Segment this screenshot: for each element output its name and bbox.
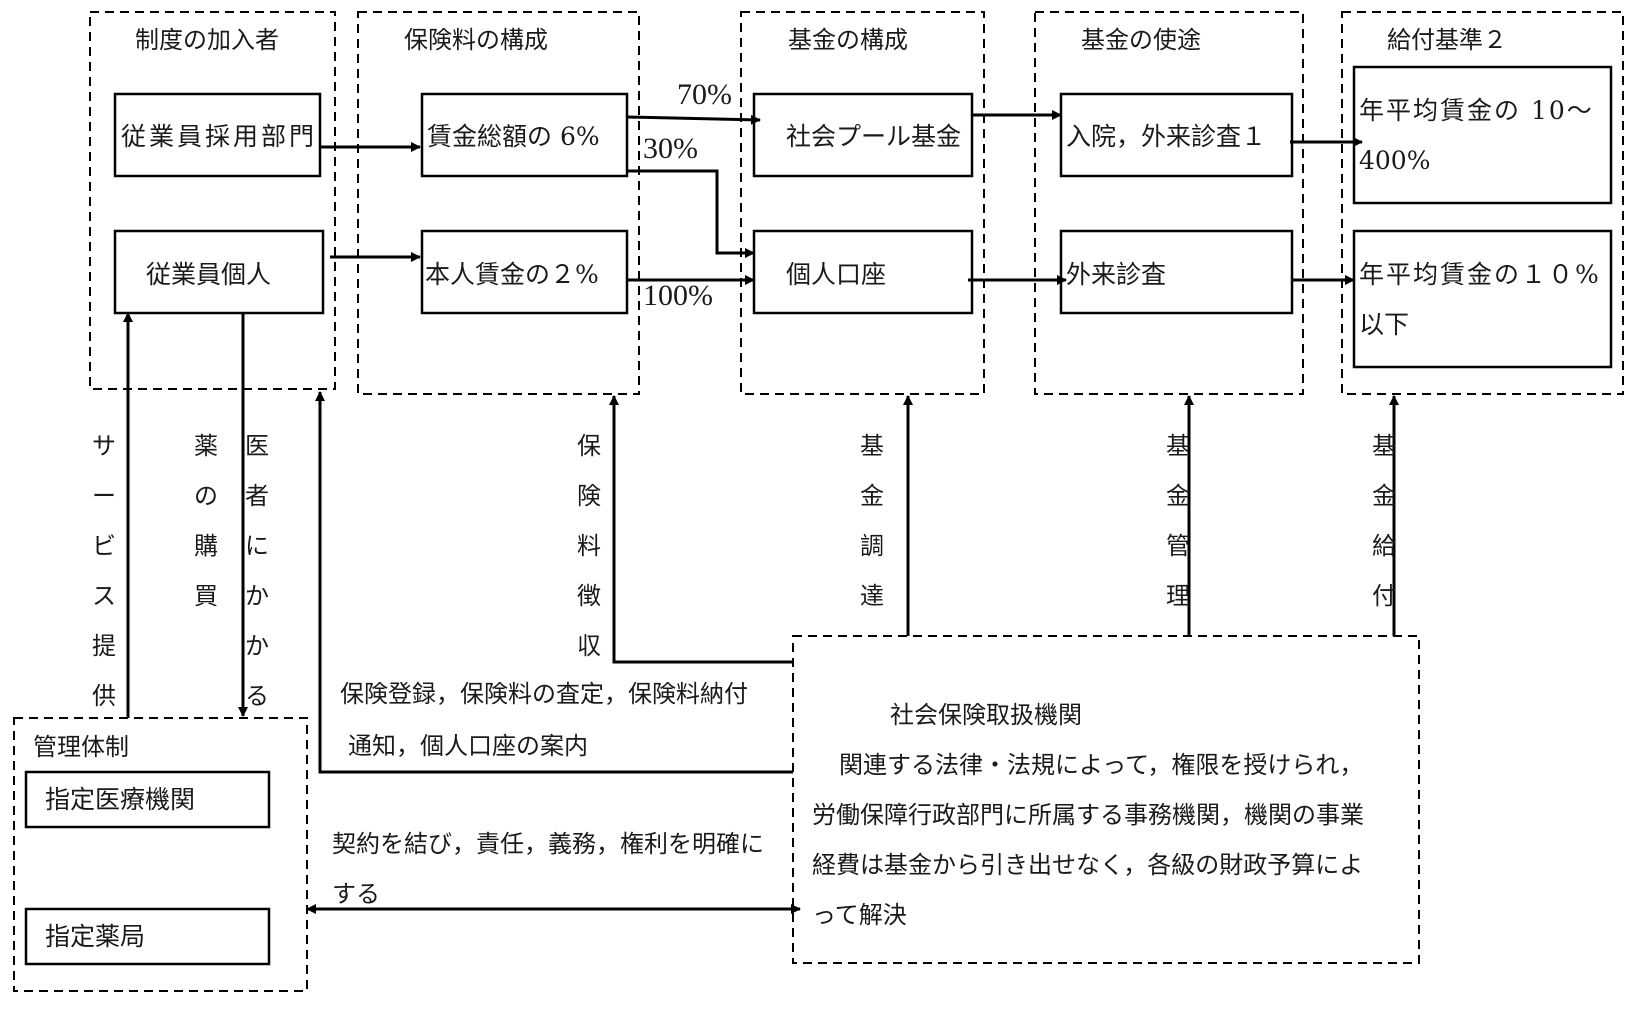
label-benefit-high-1: 年平均賃金の 10～ bbox=[1359, 96, 1594, 125]
box-personal-account bbox=[752, 229, 974, 315]
label-individual-premium: 本人賃金の２% bbox=[425, 260, 599, 289]
label-100-percent: 100% bbox=[643, 279, 713, 312]
box-individual bbox=[113, 229, 325, 315]
box-designated-pharmacy bbox=[24, 907, 271, 966]
agency-line-1: 関連する法律・法規によって，権限を授けられ， bbox=[839, 751, 1364, 779]
label-benefit-high-2: 400% bbox=[1359, 146, 1431, 175]
label-30-percent: 30% bbox=[643, 132, 698, 165]
header-benefit: 給付基準２ bbox=[1387, 26, 1507, 54]
label-benefit-low-2: 以下 bbox=[1359, 310, 1410, 339]
header-premium: 保険料の構成 bbox=[404, 26, 548, 54]
header-fund-use: 基金の使途 bbox=[1081, 26, 1201, 54]
label-registration-2: 通知，個人口座の案内 bbox=[348, 732, 588, 760]
group-management bbox=[13, 717, 308, 992]
label-medicine-purchase: 薬の購買 bbox=[194, 432, 218, 610]
label-fund-management: 基金管理 bbox=[1166, 432, 1190, 610]
header-fund-structure: 基金の構成 bbox=[788, 26, 908, 54]
arrow-registration bbox=[315, 391, 793, 774]
agency-line-4: って解決 bbox=[812, 901, 907, 929]
label-see-doctor: 医者にかかる bbox=[245, 432, 269, 710]
box-benefit-high bbox=[1352, 65, 1613, 205]
box-hospital-outpatient bbox=[1059, 92, 1294, 178]
label-individual: 従業員個人 bbox=[146, 260, 272, 289]
box-outpatient bbox=[1059, 229, 1294, 315]
agency-title: 社会保険取扱機関 bbox=[890, 701, 1082, 729]
label-registration-1: 保険登録，保険料の査定，保険料納付 bbox=[340, 680, 748, 708]
group-fund-use bbox=[1034, 11, 1304, 395]
group-participants bbox=[89, 11, 336, 390]
label-pool-fund: 社会プール基金 bbox=[786, 122, 962, 151]
label-designated-medical: 指定医療機関 bbox=[45, 785, 196, 814]
label-hospital-outpatient: 入院，外来診査１ bbox=[1066, 122, 1267, 151]
box-designated-medical bbox=[24, 770, 271, 829]
agency-line-2: 労働保障行政部門に所属する事務機関，機関の事業 bbox=[812, 801, 1364, 829]
box-employer-premium bbox=[420, 92, 629, 178]
group-agency bbox=[792, 635, 1420, 964]
label-employer-premium: 賃金総額の 6% bbox=[427, 122, 600, 151]
label-employer: 従業員採用部門 bbox=[121, 122, 318, 151]
label-fund-raising: 基金調達 bbox=[860, 432, 884, 610]
label-contract-2: する bbox=[332, 880, 380, 908]
label-personal-account: 個人口座 bbox=[786, 260, 887, 289]
box-employer bbox=[113, 92, 322, 178]
group-benefit bbox=[1341, 11, 1624, 395]
label-contract-1: 契約を結び，責任，義務，権利を明確に bbox=[332, 830, 764, 858]
label-fund-payment: 基金給付 bbox=[1372, 432, 1396, 610]
arrow-30-to-account bbox=[627, 169, 755, 258]
agency-line-3: 経費は基金から引き出せなく，各級の財政予算によ bbox=[812, 851, 1364, 879]
label-service-provision: サービス提供 bbox=[92, 432, 116, 710]
label-premium-collection: 保険料徴収 bbox=[577, 432, 601, 660]
label-designated-pharmacy: 指定薬局 bbox=[45, 922, 146, 951]
box-benefit-low bbox=[1352, 229, 1613, 369]
management-title: 管理体制 bbox=[33, 733, 129, 761]
label-70-percent: 70% bbox=[677, 78, 732, 111]
group-fund-structure bbox=[740, 11, 985, 395]
box-individual-premium bbox=[420, 229, 629, 315]
label-benefit-low-1: 年平均賃金の１０% bbox=[1359, 260, 1601, 289]
box-pool-fund bbox=[752, 92, 974, 178]
header-participants: 制度の加入者 bbox=[135, 26, 279, 54]
label-outpatient: 外来診査 bbox=[1066, 260, 1167, 289]
arrow-premium-collection bbox=[609, 395, 793, 664]
arrow-70-to-pool bbox=[626, 114, 761, 125]
group-premium bbox=[357, 11, 640, 395]
